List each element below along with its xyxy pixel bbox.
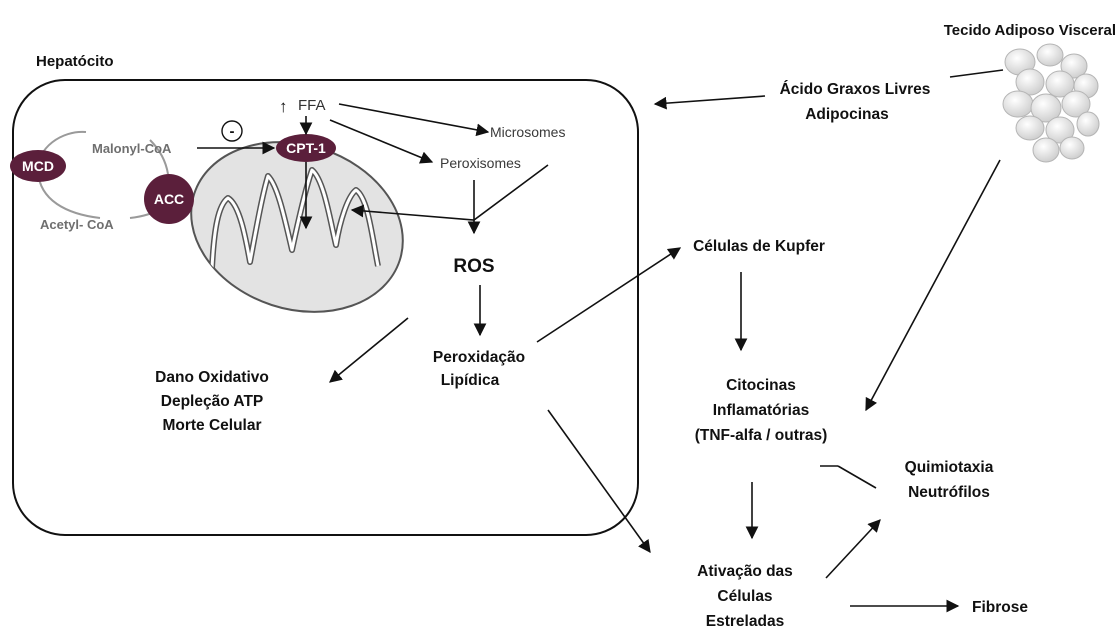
arrow-peroxidacao-kupfer — [537, 248, 680, 342]
arrow-adipose-ffa — [950, 70, 1003, 77]
citocinas-line-3: (TNF-alfa / outras) — [695, 427, 828, 444]
peroxidacao-line-2: Lipídica — [441, 372, 500, 389]
citocinas-line-1: Citocinas — [726, 377, 796, 394]
fat-cell — [1060, 137, 1084, 159]
ros-label: ROS — [453, 256, 494, 277]
fat-cell — [1016, 116, 1044, 140]
dano-block: Dano Oxidativo Depleção ATP Morte Celula… — [155, 369, 269, 434]
line-citocinas-quimiotaxia — [838, 466, 876, 488]
adipose-cluster-icon — [1003, 44, 1099, 162]
citocinas-line-2: Inflamatórias — [713, 402, 809, 419]
quimiotaxia-line-1: Quimiotaxia — [905, 459, 994, 476]
mcd-enzyme: MCD — [10, 150, 66, 182]
microsomes-label: Microsomes — [490, 124, 565, 140]
cpt1-label: CPT-1 — [286, 140, 326, 156]
peroxidacao-line-1: Peroxidação — [433, 349, 525, 366]
dano-line-1: Dano Oxidativo — [155, 369, 269, 386]
citocinas-block: Citocinas Inflamatórias (TNF-alfa / outr… — [695, 377, 828, 444]
dano-line-2: Depleção ATP — [161, 393, 264, 410]
arrow-peroxidacao-ativacao — [548, 410, 650, 552]
peroxisomes-label: Peroxisomes — [440, 155, 521, 171]
quimiotaxia-line-2: Neutrófilos — [908, 484, 990, 501]
arrow-ffa-peroxisomes — [330, 120, 432, 162]
acetyl-coa-label: Acetyl- CoA — [40, 217, 114, 232]
fat-cell — [1003, 91, 1033, 117]
ffa-input-block: Ácido Graxos Livres Adipocinas — [780, 81, 931, 123]
arrow-mito-dano — [330, 318, 408, 382]
mcd-label: MCD — [22, 158, 54, 174]
peroxidacao-block: Peroxidação Lipídica — [433, 349, 525, 389]
arrow-ffa-input-cell — [655, 96, 765, 104]
acc-label: ACC — [154, 191, 184, 207]
ffa-input-line-1: Ácido Graxos Livres — [780, 81, 931, 98]
quimiotaxia-block: Quimiotaxia Neutrófilos — [905, 459, 994, 501]
kupfer-label: Células de Kupfer — [693, 238, 825, 255]
malonyl-coa-label: Malonyl-CoA — [92, 141, 172, 156]
fibrose-label: Fibrose — [972, 599, 1028, 616]
ffa-input-line-2: Adipocinas — [805, 106, 889, 123]
ativacao-line-3: Estreladas — [706, 613, 784, 630]
ativacao-line-2: Células — [717, 588, 772, 605]
ativacao-block: Ativação das Células Estreladas — [697, 563, 793, 630]
hepatocito-label: Hepatócito — [36, 53, 114, 70]
arrow-ativacao-quimiotaxia — [826, 520, 880, 578]
fat-cell — [1037, 44, 1063, 66]
dano-line-3: Morte Celular — [162, 417, 261, 434]
fat-cell — [1033, 138, 1059, 162]
inhibition-minus: - — [222, 121, 242, 141]
ffa-label: FFA — [298, 97, 326, 114]
ativacao-line-1: Ativação das — [697, 563, 793, 580]
fat-cell — [1077, 112, 1099, 136]
arrow-adipose-citocinas — [866, 160, 1000, 410]
ffa-up-arrow: ↑ — [279, 97, 288, 116]
tecido-adiposo-label: Tecido Adiposo Visceral — [944, 22, 1116, 39]
cpt1-enzyme: CPT-1 — [276, 134, 336, 162]
minus-sign: - — [230, 123, 235, 140]
arrow-ffa-microsomes — [339, 104, 488, 132]
acc-enzyme: ACC — [144, 174, 194, 224]
